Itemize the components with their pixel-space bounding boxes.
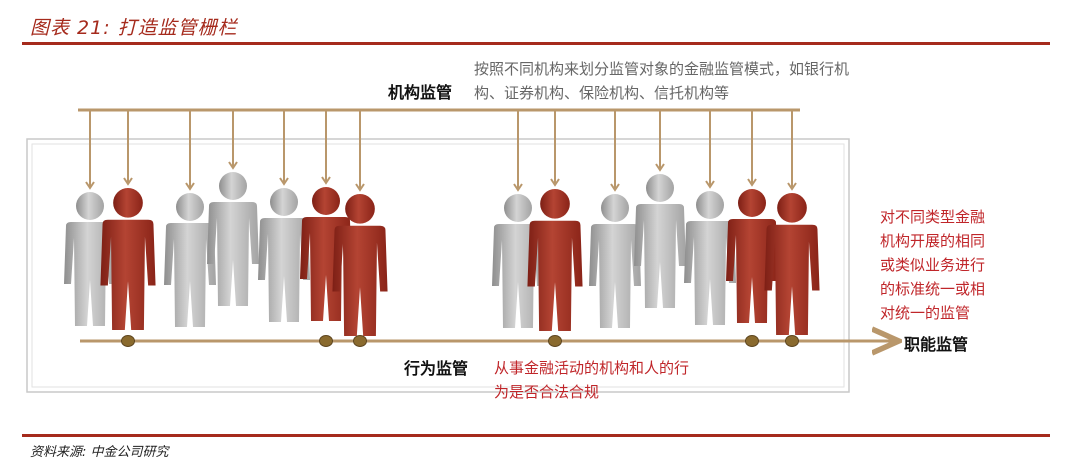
hanger-tip (550, 178, 560, 187)
title-divider (22, 42, 1050, 45)
person-figure-gray (589, 194, 641, 328)
person-figure-gray (634, 174, 686, 308)
line-node (353, 335, 367, 347)
behavior-frame (26, 138, 850, 393)
hanger-tip (123, 177, 133, 186)
behavioral-label: 行为监管 (404, 359, 469, 378)
line-node (319, 335, 333, 347)
person-figure-gray (207, 172, 259, 306)
functional-description: 对不同类型金融 机构开展的相同 或类似业务进行 的标准统一或相 对统一的监管 (880, 208, 986, 322)
person-figure-gray (684, 191, 736, 325)
functional-label: 职能监管 (904, 335, 969, 354)
hanger-tip (228, 161, 238, 170)
line-node (121, 335, 135, 347)
hanger-tip (321, 176, 331, 185)
institutional-description: 按照不同机构来划分监管对象的金融监管模式，如银行机 构、证券机构、保险机构、信托… (474, 60, 850, 102)
person-figure-red (332, 194, 388, 337)
institutional-label: 机构监管 (388, 83, 453, 102)
people-group (64, 172, 820, 337)
person-figure-red (100, 188, 156, 331)
hanger-tip (655, 163, 665, 172)
line-node (785, 335, 799, 347)
hanger-tip (787, 182, 797, 191)
footer-divider (22, 434, 1050, 437)
hanger-tip (610, 183, 620, 192)
hanger-tip (279, 177, 289, 186)
source-note: 资料来源: 中金公司研究 (30, 445, 169, 460)
figure-title: 图表 21: 打造监管栅栏 (30, 17, 238, 39)
line-node (548, 335, 562, 347)
behavioral-description: 从事金融活动的机构和人的行 为是否合法合规 (494, 359, 690, 401)
hanger-tip (513, 183, 523, 192)
person-figure-red (726, 189, 778, 323)
hanger-tip (185, 182, 195, 191)
hanger-tip (705, 180, 715, 189)
arrow-nodes (121, 335, 799, 347)
behavior-frame-inner (31, 143, 845, 388)
person-figure-gray (258, 188, 310, 322)
person-figure-gray (164, 193, 216, 327)
hanger-tip (747, 178, 757, 187)
person-figure-red (764, 193, 820, 336)
line-node (745, 335, 759, 347)
person-figure-red (527, 189, 583, 332)
hanger-tip (355, 183, 365, 192)
hanger-tip (85, 181, 95, 190)
hanger-lines (85, 110, 797, 192)
